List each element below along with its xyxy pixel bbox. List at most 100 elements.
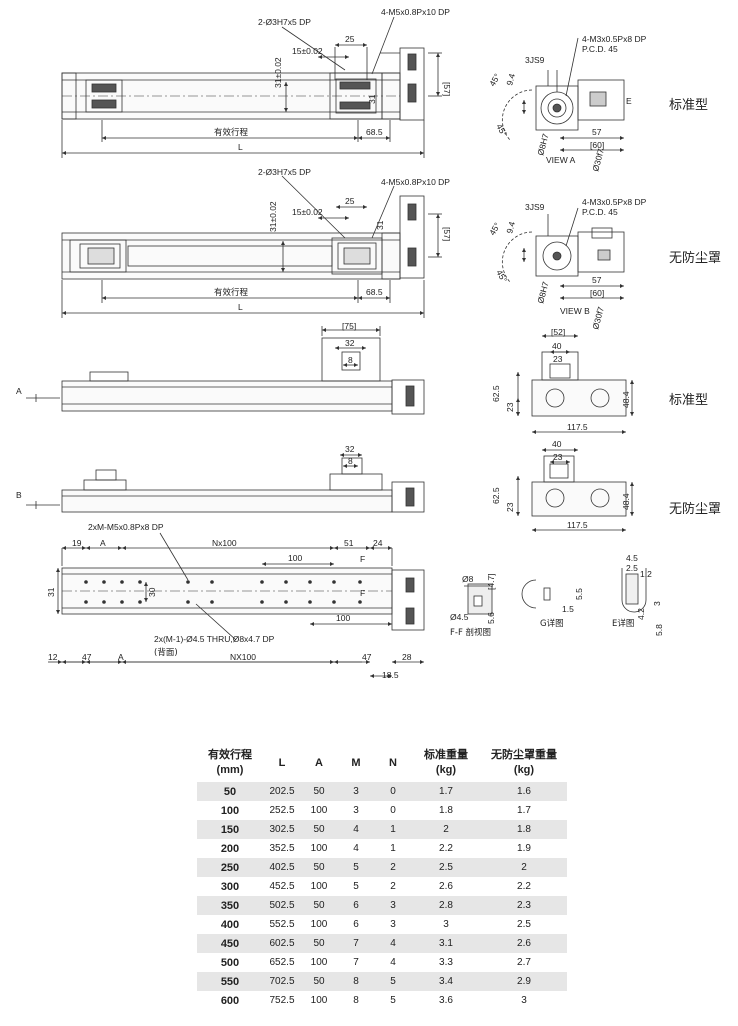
table-cell: 50 — [197, 782, 263, 801]
end-a-angle-1: 45° — [487, 72, 502, 88]
table-cell: 3 — [521, 995, 527, 1006]
th-l: L — [278, 756, 286, 769]
ff-dim-56: 5.6 — [486, 612, 496, 624]
end-b-dim-94: 9.4 — [504, 220, 517, 234]
table-cell: 8 — [353, 995, 359, 1006]
table-cell: 50 — [301, 972, 337, 991]
table-cell: 1.8 — [439, 805, 453, 816]
table-cell: 100 — [310, 881, 328, 892]
top-std-holes-note: 2-Ø3H7x5 DP — [258, 17, 311, 27]
side-view-no-cover: 32 8 B — [16, 444, 425, 513]
top-std-dim-57: [57] — [442, 82, 452, 96]
side-nc-dim-32: 32 — [345, 444, 355, 454]
table-cell: 3 — [443, 919, 449, 930]
side-nc-view-arrow: B — [16, 490, 22, 500]
table-cell: 4 — [390, 957, 396, 968]
end-b-tap-note: 4-M3x0.5Px8 DP — [582, 197, 647, 207]
table-cell: 100 — [310, 995, 328, 1006]
top-nc-dim-685: 68.5 — [366, 287, 383, 297]
table-cell: 100 — [310, 843, 328, 854]
top-std-dim-25: 25 — [345, 34, 355, 44]
table-cell: 1 — [375, 820, 411, 839]
table-cell: 250 — [197, 858, 263, 877]
end-view-a: 3JS9 4-M3x0.5Px8 DP P.C.D. 45 45° 9.4 45… — [487, 34, 647, 173]
top-std-length-label: L — [238, 142, 243, 152]
table-cell: 652.5 — [269, 957, 295, 968]
engineering-drawing: 2-Ø3H7x5 DP 4-M5x0.8Px10 DP 31±0.02 15±0… — [16, 7, 664, 680]
side-std-dim-75: [75] — [342, 321, 356, 331]
e-dim-3: 3 — [652, 601, 662, 606]
top-std-dim-31: 31±0.02 — [273, 57, 283, 88]
g-dim-15: 1.5 — [562, 604, 574, 614]
top-nc-dim-25: 25 — [345, 196, 355, 206]
front-nc-dim-625: 62.5 — [491, 487, 501, 504]
e-dim-42: 4.2 — [636, 608, 646, 620]
bottom-tap-note: 2xM-M5x0.8Px8 DP — [88, 522, 164, 532]
table-cell: 1.6 — [481, 782, 567, 801]
front-std-dim-1175: 117.5 — [567, 422, 588, 432]
table-cell: 5 — [337, 858, 375, 877]
top-nc-dim-15: 15±0.02 — [292, 207, 323, 217]
bottom-section-f-top: F — [360, 554, 365, 564]
top-nc-dim-31b: 31 — [375, 220, 385, 230]
front-nc-dim-1175: 117.5 — [567, 520, 588, 530]
table-cell: 1 — [390, 843, 396, 854]
e-caption: E详图 — [612, 618, 634, 629]
table-cell: 752.5 — [269, 995, 295, 1006]
spec-table-header: 有效行程 (mm) L A M N 标准重量 (kg) 无防尘罩重量 (kg) — [197, 744, 567, 782]
bottom-view: 2xM-M5x0.8Px8 DP 19 A Nx100 51 24 100 F … — [46, 522, 425, 680]
table-cell: 50 — [301, 782, 337, 801]
top-std-dim-31b: 31 — [367, 94, 377, 104]
front-std-dim-484: 48.4 — [621, 391, 631, 408]
front-std-dim-52: [52] — [551, 327, 565, 337]
table-cell: 402.5 — [263, 858, 301, 877]
bottom-section-f-bot: F — [360, 588, 365, 598]
table-cell: 2.5 — [411, 858, 481, 877]
table-cell: 2 — [375, 858, 411, 877]
table-cell: 1.8 — [481, 820, 567, 839]
e-dim-58: 5.8 — [654, 624, 664, 636]
bottom-dim-19: 19 — [72, 538, 82, 548]
front-view-no-cover: 40 23 62.5 23 48.4 117.5 — [491, 439, 634, 532]
table-cell: 3 — [390, 919, 396, 930]
th-m: M — [351, 756, 361, 769]
table-cell: 7 — [353, 957, 359, 968]
top-view-no-cover: 2-Ø3H7x5 DP 4-M5x0.8Px10 DP 31±0.02 15±0… — [61, 167, 452, 318]
front-std-dim-625: 62.5 — [491, 385, 501, 402]
table-cell: 1.9 — [517, 843, 531, 854]
table-cell: 0 — [390, 805, 396, 816]
front-std-dim-40: 40 — [552, 341, 562, 351]
table-cell: 2.9 — [481, 972, 567, 991]
end-b-f7: Ø30f7 — [590, 305, 606, 330]
front-nc-dim-23: 23 — [553, 452, 563, 462]
table-cell: 602.5 — [263, 934, 301, 953]
table-cell: 2 — [390, 881, 396, 892]
end-a-tap-note: 4-M3x0.5Px8 DP — [582, 34, 647, 44]
table-cell: 200 — [220, 842, 240, 855]
front-view-standard: [52] 40 23 62.5 23 48.4 117.5 — [491, 327, 634, 434]
end-a-angle-2: 45° — [494, 122, 509, 138]
end-a-dim-94: 9.4 — [504, 72, 517, 86]
spec-table: 有效行程 (mm) L A M N 标准重量 (kg) 无防尘罩重量 (kg) … — [197, 744, 567, 1010]
table-cell: 450 — [197, 934, 263, 953]
table-cell: 2.6 — [439, 881, 453, 892]
bottom-dim-47b: 47 — [362, 652, 372, 662]
table-cell: 6 — [337, 896, 375, 915]
table-cell: 2.5 — [517, 919, 531, 930]
table-cell: 50 — [301, 934, 337, 953]
front-std-dim-23: 23 — [553, 354, 563, 364]
front-std-dim-23b: 23 — [505, 402, 515, 412]
table-cell: 0 — [375, 782, 411, 801]
bottom-dim-nx100-top: Nx100 — [212, 538, 237, 548]
end-a-view-label: VIEW A — [546, 155, 576, 165]
bottom-dim-47a: 47 — [82, 652, 92, 662]
table-cell: 552.5 — [269, 919, 295, 930]
table-cell: 5 — [390, 995, 396, 1006]
table-cell: 202.5 — [263, 782, 301, 801]
top-nc-dim-57: [57] — [442, 227, 452, 241]
bottom-dim-51: 51 — [344, 538, 354, 548]
